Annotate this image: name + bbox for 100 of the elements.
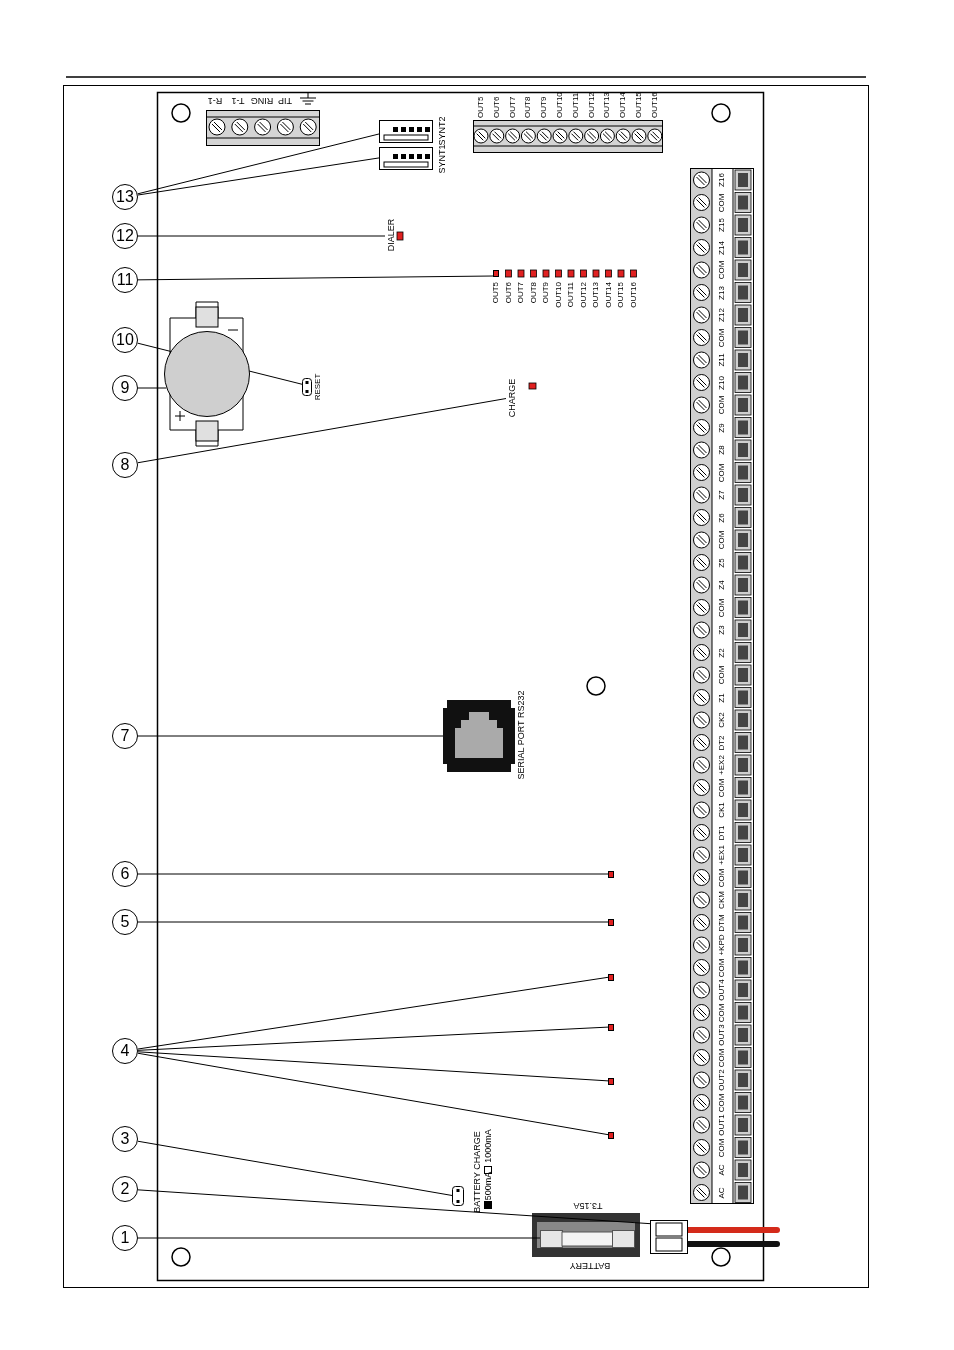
connector-label: SYNT2 bbox=[437, 116, 447, 146]
led-label: OUT5 bbox=[492, 282, 500, 304]
terminal-label: OUT4 bbox=[718, 979, 726, 1001]
terminal-label: COM bbox=[718, 1093, 726, 1112]
terminal-label: +KPD bbox=[718, 934, 726, 956]
terminal-label: OUT7 bbox=[508, 96, 517, 118]
terminal-label: COM bbox=[718, 778, 726, 797]
callout-number: 8 bbox=[112, 452, 138, 478]
terminal-label: +EX1 bbox=[718, 845, 726, 865]
terminal-label: OUT12 bbox=[587, 92, 596, 118]
terminal-label: OUT5 bbox=[477, 96, 485, 118]
terminal-label: OUT1 bbox=[718, 1114, 726, 1136]
terminal-label: OUT11 bbox=[571, 92, 580, 118]
leader-line bbox=[137, 735, 444, 737]
callout-number: 13 bbox=[112, 184, 138, 210]
pin-header bbox=[379, 120, 433, 143]
callout-number: 2 bbox=[112, 1176, 138, 1202]
led-label: OUT12 bbox=[579, 282, 588, 308]
leader-line bbox=[137, 1051, 609, 1082]
terminal-label: OUT14 bbox=[619, 92, 628, 118]
leader-line bbox=[137, 1237, 541, 1239]
leader-line bbox=[137, 1189, 651, 1225]
callout-number: 3 bbox=[112, 1126, 138, 1152]
jumper-label: 1000mA bbox=[483, 1129, 493, 1163]
leader-line bbox=[137, 1052, 609, 1136]
terminal-label: Z14 bbox=[718, 240, 726, 255]
terminal-label: CK2 bbox=[718, 712, 726, 728]
led-indicator bbox=[608, 1132, 614, 1139]
terminal-label: OUT6 bbox=[492, 96, 501, 118]
terminal-label: R-1 bbox=[207, 95, 223, 105]
terminal-label: OUT13 bbox=[603, 92, 612, 118]
led-label: OUT11 bbox=[567, 282, 575, 308]
battery-connector bbox=[650, 1220, 688, 1254]
terminal-label: Z12 bbox=[718, 308, 726, 322]
leader-line bbox=[137, 1026, 609, 1051]
leader-line bbox=[137, 275, 494, 281]
led-indicator bbox=[608, 1024, 614, 1031]
connector-label: SYNT1 bbox=[437, 144, 447, 174]
callout-number: 10 bbox=[112, 327, 138, 353]
terminal-label: OUT8 bbox=[524, 96, 533, 118]
terminal-label: Z13 bbox=[718, 285, 726, 300]
led-indicator bbox=[608, 974, 614, 981]
led-label: OUT14 bbox=[604, 282, 613, 308]
terminal-label: AC bbox=[718, 1164, 726, 1176]
terminal-label: AC bbox=[718, 1186, 726, 1199]
terminal-label: RING bbox=[250, 95, 273, 105]
led-label: OUT6 bbox=[504, 282, 513, 304]
terminal-label: DT1 bbox=[718, 824, 726, 841]
terminal-label: Z7 bbox=[718, 490, 726, 500]
callout-number: 9 bbox=[112, 375, 138, 401]
led-indicator bbox=[608, 919, 614, 926]
led-label: OUT15 bbox=[617, 282, 625, 308]
terminal-label: COM bbox=[718, 958, 726, 977]
terminal-label: COM bbox=[718, 530, 726, 550]
terminal-label: CKM bbox=[718, 891, 726, 909]
led-indicator bbox=[493, 270, 499, 277]
led-indicator bbox=[608, 1078, 614, 1085]
leader-line bbox=[137, 398, 507, 464]
terminal-label: Z6 bbox=[718, 512, 726, 523]
terminal-label: COM bbox=[718, 1048, 726, 1067]
led-label: OUT8 bbox=[529, 282, 538, 304]
fuse bbox=[540, 1230, 635, 1248]
terminal-label: Z4 bbox=[718, 580, 726, 590]
terminal-label: +EX2 bbox=[718, 755, 726, 775]
terminal-label: COM bbox=[718, 1003, 726, 1022]
terminal-label: Z16 bbox=[718, 173, 726, 187]
terminal-label: Z11 bbox=[718, 353, 726, 367]
serial-port bbox=[443, 700, 515, 772]
terminal-label: OUT9 bbox=[540, 96, 549, 118]
led-label: OUT7 bbox=[517, 282, 525, 304]
terminal-label: COM bbox=[718, 328, 726, 347]
terminal-label: Z1 bbox=[718, 692, 726, 703]
callout-number: 12 bbox=[112, 223, 138, 249]
fuse-label: BATTERY bbox=[569, 1260, 611, 1270]
component-label: DIALER bbox=[386, 218, 395, 251]
jumper-label: BATTERY CHARGE bbox=[472, 1131, 482, 1213]
led-label: OUT13 bbox=[592, 282, 600, 308]
terminal-label: Z8 bbox=[718, 445, 726, 455]
terminal-label: COM bbox=[718, 395, 726, 415]
terminal-label: COM bbox=[718, 193, 726, 212]
led-indicator bbox=[608, 871, 614, 878]
terminal-label: T-1 bbox=[231, 95, 245, 105]
terminal-label: COM bbox=[718, 665, 726, 685]
terminal-label: DTM bbox=[718, 913, 726, 932]
leader-line bbox=[137, 157, 380, 196]
terminal-label: Z15 bbox=[718, 218, 726, 232]
leader-line bbox=[137, 1140, 453, 1196]
leader-line bbox=[137, 387, 167, 389]
terminal-label: OUT3 bbox=[718, 1024, 726, 1046]
jumper bbox=[452, 1186, 464, 1206]
terminal-label: OUT10 bbox=[556, 92, 564, 118]
leader-line bbox=[137, 976, 609, 1050]
terminal-label: COM bbox=[718, 598, 726, 617]
terminal-label: COM bbox=[718, 463, 726, 482]
terminal-label: COM bbox=[718, 260, 726, 280]
terminal-label: COM bbox=[718, 1138, 726, 1157]
component-label: CHARGE bbox=[507, 378, 516, 418]
led-label: OUT10 bbox=[554, 282, 563, 308]
callout-number: 4 bbox=[112, 1038, 138, 1064]
terminal-label: OUT16 bbox=[650, 92, 659, 118]
